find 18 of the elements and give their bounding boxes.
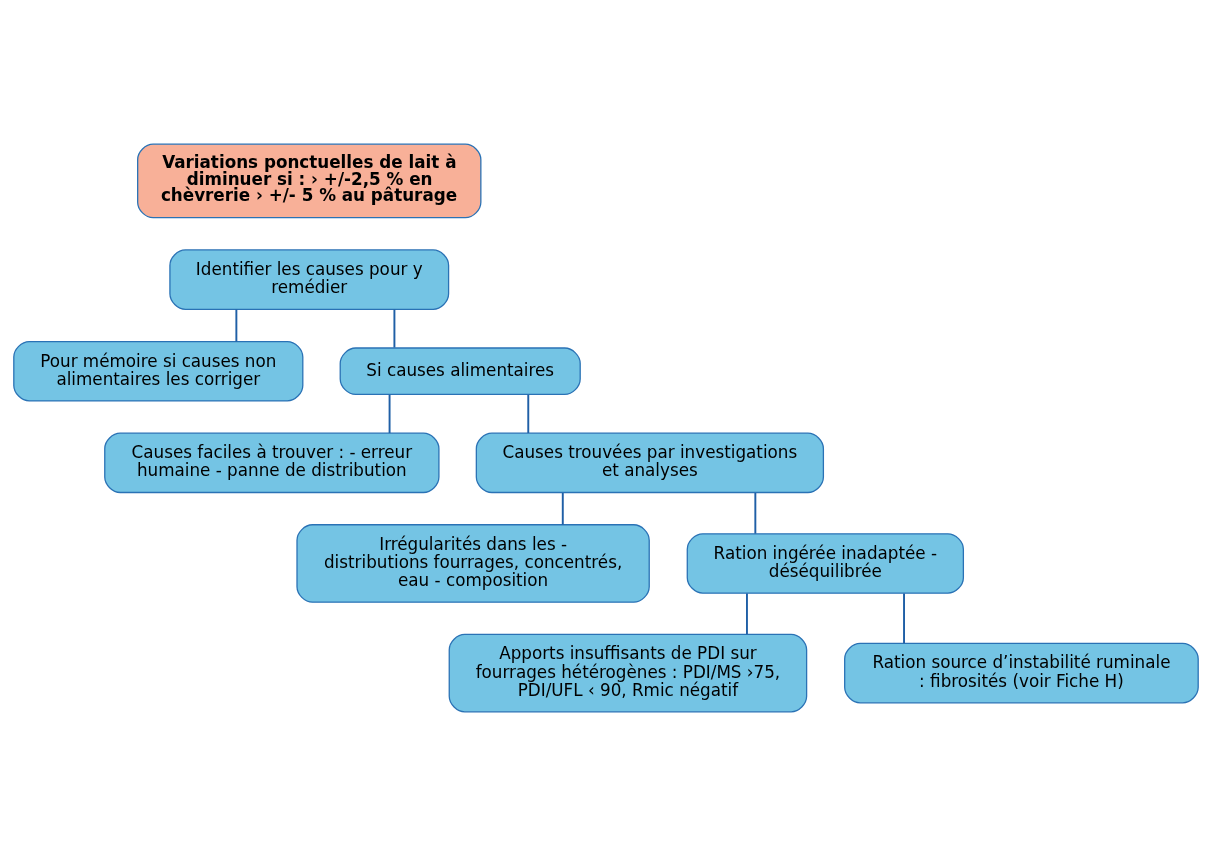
- node-box: Apports insuffisants de PDI sur fourrages hétérogènes : PDI/MS ›75, PDI/UFL ‹ 90, Rmic négatif: [448, 633, 808, 712]
- connector: [235, 308, 238, 342]
- node-box: Ration ingérée inadaptée - déséquilibrée: [686, 532, 965, 594]
- connector: [388, 393, 391, 434]
- node-box: Ration source d’instabilité ruminale : fibrosités (voir Fiche H): [844, 642, 1199, 703]
- node-box: Pour mémoire si causes non alimentaires les corriger: [13, 340, 304, 402]
- node-box: Causes trouvées par investigations et analyses: [475, 432, 825, 493]
- connector: [903, 591, 905, 644]
- connector: [527, 393, 530, 434]
- node-box: Irrégularités dans les - distributions fourrages, concentrés, eau - composition: [296, 523, 650, 603]
- connector: [561, 491, 564, 526]
- node-box: Si causes alimentaires: [339, 346, 581, 395]
- node-box: Causes faciles à trouver : - erreur humaine - panne de distribution: [104, 432, 440, 493]
- node-box: Identifier les causes pour y remédier: [169, 248, 450, 310]
- connector: [393, 308, 396, 349]
- connector: [746, 591, 748, 635]
- node-box: Variations ponctuelles de lait à diminuer si : › +/-2,5 % en chèvrerie › +/- 5 % au pâturage: [137, 143, 482, 218]
- connector: [754, 491, 757, 535]
